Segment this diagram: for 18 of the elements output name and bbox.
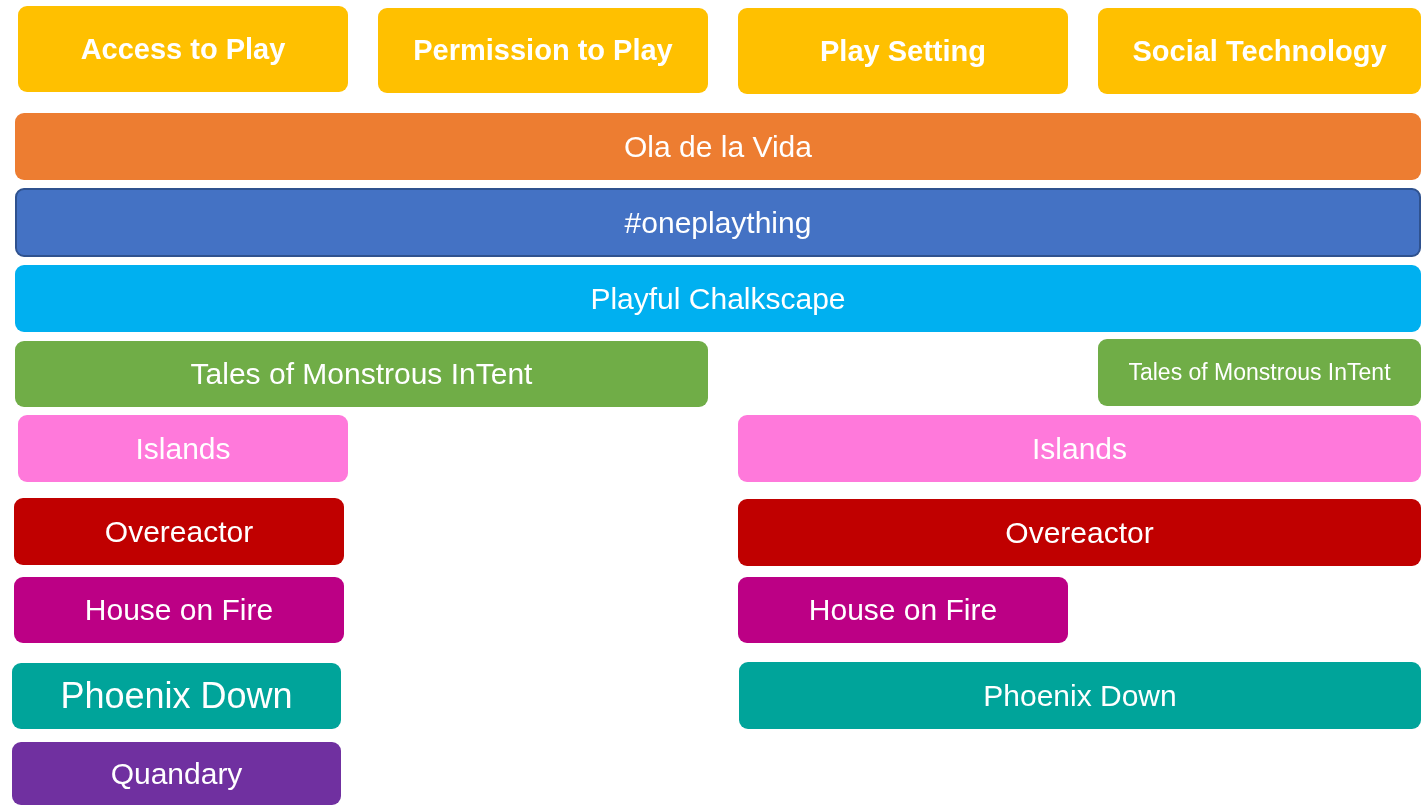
project-bar: Overeactor [14,498,344,565]
category-header: Access to Play [18,6,348,92]
project-bar: #oneplaything [15,188,1421,257]
category-header: Social Technology [1098,8,1421,94]
project-bar: House on Fire [14,577,344,643]
project-bar: Phoenix Down [739,662,1421,729]
project-bar: Phoenix Down [12,663,341,729]
category-header: Play Setting [738,8,1068,94]
project-bar: Islands [738,415,1421,482]
project-bar: Tales of Monstrous InTent [15,341,708,407]
project-bar: Ola de la Vida [15,113,1421,180]
project-bar: Tales of Monstrous InTent [1098,339,1421,406]
project-bar: Overeactor [738,499,1421,566]
project-bar: House on Fire [738,577,1068,643]
project-bar: Islands [18,415,348,482]
category-header: Permission to Play [378,8,708,93]
project-bar: Playful Chalkscape [15,265,1421,332]
project-bar: Quandary [12,742,341,805]
